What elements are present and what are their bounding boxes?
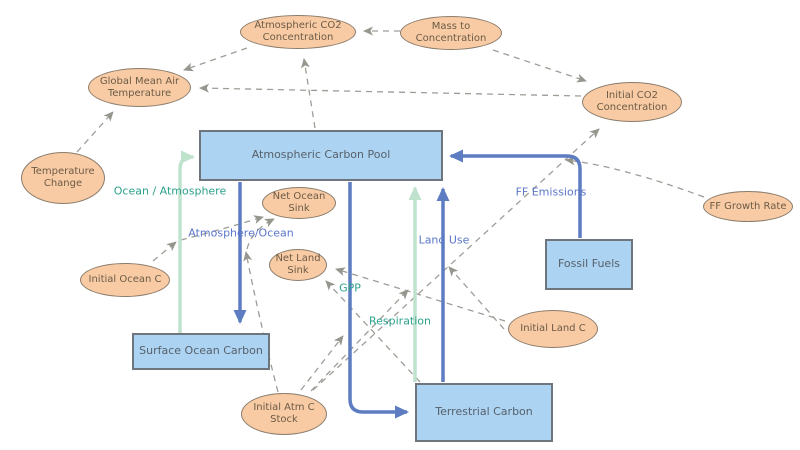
link-carbon-pool-to-atmospheric-co2[interactable] [300, 58, 316, 129]
flow-label-land-use[interactable]: Land Use [418, 233, 470, 247]
link-initial-ocean-c-to-ocean-atmosphere[interactable] [152, 241, 177, 262]
link-mass-to-concentration-to-initial-co2[interactable] [492, 49, 587, 83]
converter-label: Initial CO2 Concentration [596, 90, 668, 113]
converter-initial-land-c[interactable]: Initial Land C [508, 310, 598, 348]
converter-global-mean-air-temperature[interactable]: Global Mean Air Temperature [88, 68, 191, 107]
link-terrestrial-carbon-to-net-land-sink[interactable] [325, 280, 421, 383]
link-ff-growth-rate-to-ff-emissions[interactable] [565, 156, 705, 198]
link-initial-co2-to-global-mean-air[interactable] [199, 83, 582, 97]
converter-label: Atmospheric CO2 Concentration [254, 20, 342, 43]
link-initial-land-c-to-net-land-sink[interactable] [335, 267, 506, 322]
flow-pipe-ocean-atmosphere[interactable] [178, 150, 195, 333]
stock-label: Fossil Fuels [558, 257, 620, 271]
stock-label: Terrestrial Carbon [435, 405, 533, 419]
converter-label: FF Growth Rate [709, 200, 787, 212]
stock-atmospheric-carbon-pool[interactable]: Atmospheric Carbon Pool [199, 130, 443, 181]
link-atmosphere-ocean-to-net-ocean-sink[interactable] [246, 218, 275, 250]
converter-label: Net Land Sink [275, 253, 321, 276]
stock-label: Surface Ocean Carbon [139, 344, 263, 358]
link-initial-atm-c-to-initial-co2[interactable] [312, 128, 600, 391]
converter-label: Temperature Change [31, 166, 95, 189]
converter-label: Initial Ocean C [88, 274, 162, 286]
link-initial-atm-c-to-respiration[interactable] [310, 289, 409, 392]
converter-initial-atm-c-stock[interactable]: Initial Atm C Stock [241, 393, 327, 435]
flow-label-atmosphere-ocean[interactable]: Atmosphere/Ocean [188, 226, 294, 240]
flow-pipe-gpp[interactable] [348, 182, 409, 419]
link-temperature-change-to-global-mean-air[interactable] [76, 111, 114, 153]
converter-label: Net Ocean Sink [272, 191, 326, 214]
converter-label: Mass to Concentration [415, 21, 487, 44]
converter-temperature-change[interactable]: Temperature Change [21, 152, 105, 204]
converter-label: Initial Atm C Stock [253, 402, 315, 425]
link-atmospheric-co2-to-global-mean-air[interactable] [183, 47, 248, 72]
link-initial-atm-c-to-gpp[interactable] [300, 335, 344, 391]
converter-net-land-sink[interactable]: Net Land Sink [269, 249, 327, 281]
converter-initial-ocean-c[interactable]: Initial Ocean C [80, 263, 170, 297]
converter-label: Global Mean Air Temperature [99, 75, 180, 99]
converter-label: Initial Land C [520, 323, 586, 335]
stock-surface-ocean-carbon[interactable]: Surface Ocean Carbon [132, 333, 270, 370]
converter-atmospheric-co2-concentration[interactable]: Atmospheric CO2 Concentration [240, 15, 356, 49]
flow-pipe-ff-emissions[interactable] [449, 149, 582, 238]
flow-label-ocean-atmosphere[interactable]: Ocean / Atmosphere [113, 184, 227, 198]
stock-fossil-fuels[interactable]: Fossil Fuels [545, 239, 633, 290]
converter-initial-co2-concentration[interactable]: Initial CO2 Concentration [582, 82, 682, 122]
stock-terrestrial-carbon[interactable]: Terrestrial Carbon [415, 383, 553, 442]
flow-label-gpp[interactable]: GPP [339, 281, 361, 295]
flow-label-respiration[interactable]: Respiration [368, 314, 432, 328]
converter-net-ocean-sink[interactable]: Net Ocean Sink [262, 187, 336, 219]
flow-label-ff-emissions[interactable]: FF Emissions [515, 185, 587, 199]
converter-mass-to-concentration[interactable]: Mass to Concentration [400, 16, 502, 50]
stock-label: Atmospheric Carbon Pool [251, 148, 391, 162]
link-initial-land-c-to-land-use[interactable] [448, 266, 505, 330]
converter-ff-growth-rate[interactable]: FF Growth Rate [703, 191, 793, 222]
